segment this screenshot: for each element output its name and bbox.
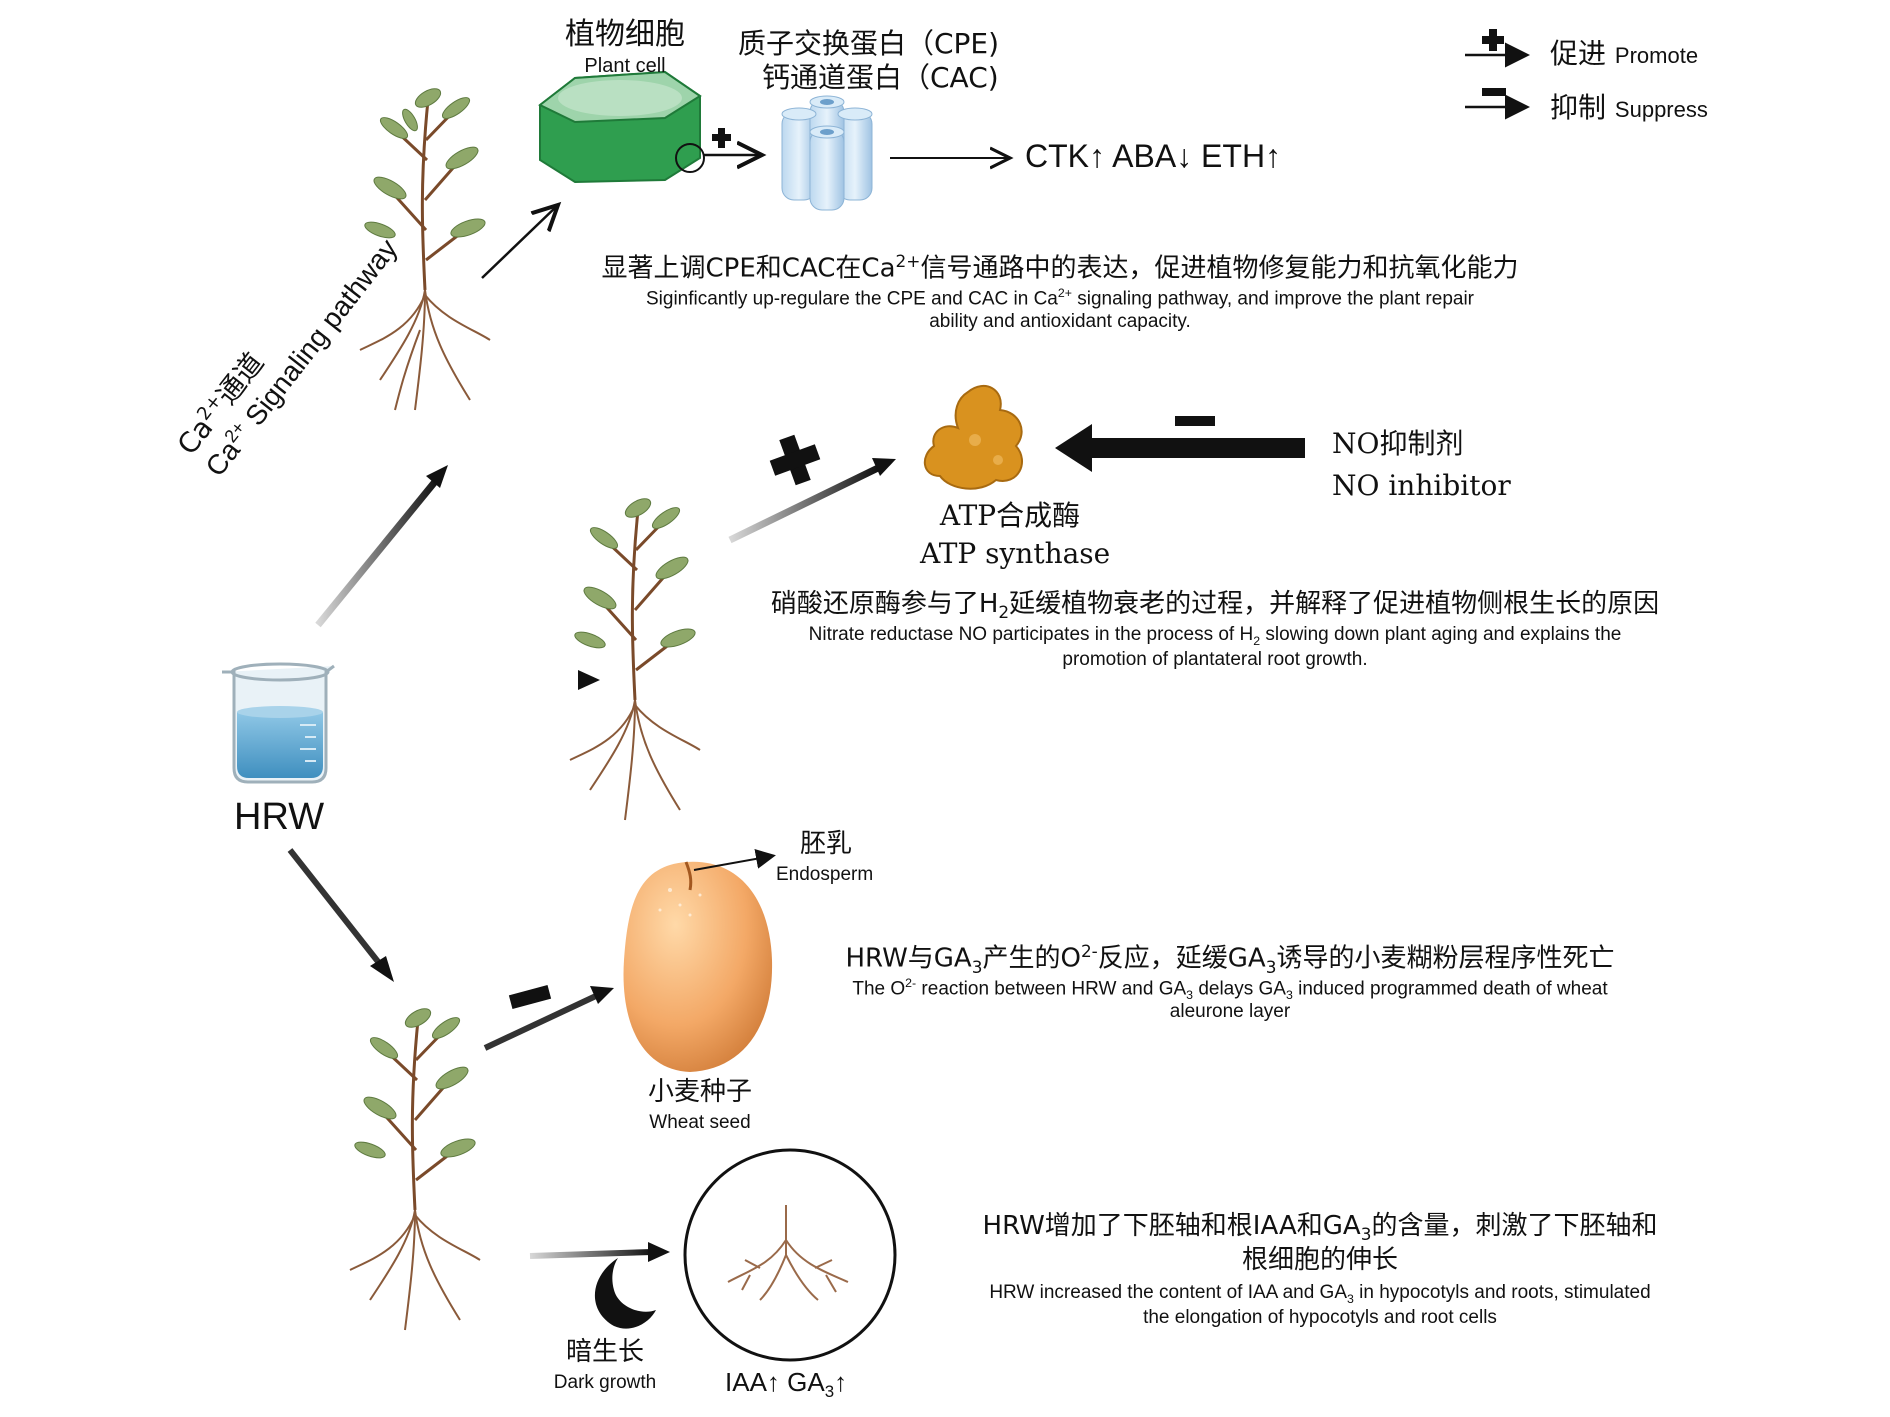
branch3-desc-en: The O2- reaction between HRW and GA3 del…: [852, 976, 1608, 1003]
legend-promote-arrow: [1465, 29, 1530, 68]
legend-suppress-en: Suppress: [1614, 97, 1708, 122]
branch1-desc-en: Siginficantly up-regulare the CPE and CA…: [645, 286, 1475, 310]
inhibitor-en: NO inhibitor: [1332, 469, 1511, 502]
arrow-plant3-to-roots: [529, 1242, 670, 1262]
legend-promote-zh: 促进: [1550, 37, 1607, 70]
protein-label-1: 质子交换蛋白（CPE): [738, 27, 1000, 60]
roots-circle: [683, 1148, 897, 1362]
atp-synthase-icon: [924, 385, 1023, 490]
channel-protein-icon: [781, 95, 873, 211]
branch1-desc-zh: 显著上调CPE和CAC在Ca2+信号通路中的表达，促进植物修复能力和抗氧化能力: [601, 251, 1519, 284]
endosperm-zh: 胚乳: [800, 829, 853, 859]
inhibitor-arrow: [1055, 416, 1305, 472]
legend-promote-label: 促进 Promote: [1550, 37, 1699, 70]
inhibitor-zh: NO抑制剂: [1332, 427, 1464, 460]
branch2-desc-en-line2: promotion of plantateral root growth.: [1062, 649, 1368, 670]
branch1-desc-en-line2: ability and antioxidant capacity.: [929, 311, 1191, 332]
plant-cell-zh: 植物细胞: [565, 17, 685, 52]
plant-1: [359, 88, 491, 411]
hrw-label: HRW: [234, 796, 325, 838]
legend-promote-en: Promote: [1614, 43, 1699, 68]
plant-cell-icon: [538, 70, 705, 184]
branch2-desc-zh: 硝酸还原酶参与了H2延缓植物衰老的过程，并解释了促进植物侧根生长的原因: [770, 589, 1660, 623]
arrow-to-plant-3: [287, 848, 394, 982]
wheat-seed-zh: 小麦种子: [647, 1077, 752, 1107]
branch4-desc-zh-line2: 根细胞的伸长: [1241, 1245, 1398, 1275]
beaker-icon: [222, 662, 335, 784]
branch4-desc-en-line2: the elongation of hypocotyls and root ce…: [1143, 1307, 1497, 1328]
branch4-desc-zh: HRW增加了下胚轴和根IAA和GA3的含量，刺激了下胚轴和: [982, 1211, 1658, 1245]
endosperm-pointer-arrow: [693, 848, 776, 871]
branch2-desc-en: Nitrate reductase NO participates in the…: [808, 624, 1622, 648]
legend-suppress-zh: 抑制: [1550, 91, 1607, 124]
hormones-4: IAA↑ GA3↑: [725, 1367, 848, 1402]
protein-label-2: 钙通道蛋白（CAC): [762, 61, 999, 94]
plant-cell-en: Plant cell: [584, 55, 666, 77]
branch3-desc-zh: HRW与GA3产生的O2-反应，延缓GA3诱导的小麦糊粉层程序性死亡: [845, 941, 1615, 977]
dark-growth-zh: 暗生长: [565, 1337, 644, 1367]
arrow-plant2-to-enzyme: [728, 458, 896, 544]
plant-cell-promote-arrow: [704, 128, 762, 155]
hormones-1: CTK↑ ABA↓ ETH↑: [1025, 138, 1282, 174]
promote-mark-large: [769, 434, 821, 486]
wheat-seed-en: Wheat seed: [649, 1112, 751, 1133]
endosperm-en: Endosperm: [776, 864, 874, 885]
plant-2: [569, 498, 701, 821]
wheat-seed-icon: [623, 861, 773, 1072]
dark-growth-en: Dark growth: [553, 1372, 657, 1393]
atp-synthase-zh: ATP合成酶: [939, 499, 1081, 532]
atp-synthase-en: ATP synthase: [920, 537, 1111, 570]
arrow-plant1-to-cell: [481, 205, 558, 279]
branch4-desc-en: HRW increased the content of IAA and GA3…: [989, 1282, 1651, 1306]
branch3-desc-en-line2: aleurone layer: [1169, 1001, 1291, 1022]
plant-3: [349, 1008, 481, 1331]
legend-suppress-label: 抑制 Suppress: [1550, 91, 1708, 124]
arrow-to-plant-2: [360, 670, 600, 690]
moon-icon: [594, 1258, 656, 1329]
arrow-plant3-to-seed: [483, 985, 614, 1051]
legend-suppress-arrow: [1465, 88, 1530, 120]
arrow-to-plant-1: [315, 465, 448, 628]
